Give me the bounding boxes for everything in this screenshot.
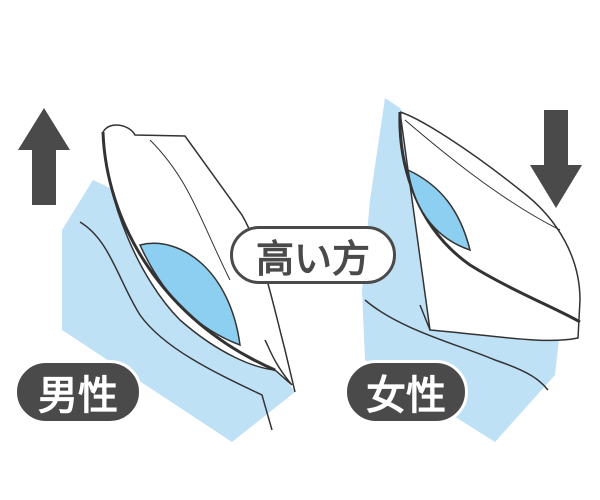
female-urinal — [362, 98, 581, 442]
arrow-up-icon — [18, 108, 70, 205]
arrow-down-icon — [530, 110, 582, 208]
higher-label: 高い方 — [230, 226, 396, 284]
female-label: 女性 — [344, 360, 468, 424]
male-label: 男性 — [14, 360, 142, 424]
male-urinal — [62, 124, 296, 442]
